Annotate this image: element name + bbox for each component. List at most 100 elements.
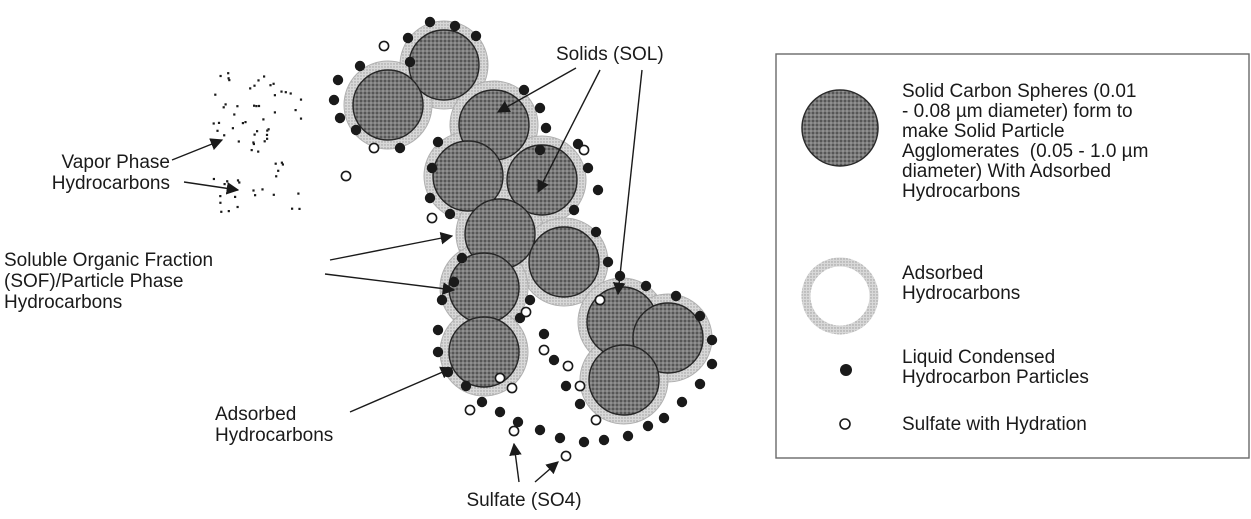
vapor-speck [228, 77, 230, 79]
vapor-speck [223, 106, 225, 108]
arrow-vapor-2 [184, 182, 238, 190]
sulfate-circle [379, 41, 388, 50]
vapor-speck [214, 94, 216, 96]
liquid-dot [477, 397, 487, 407]
vapor-speck [263, 75, 265, 77]
legend-text-liquid: Liquid Condensed Hydrocarbon Particles [902, 348, 1089, 388]
vapor-speck [252, 141, 254, 143]
liquid-dot [461, 381, 471, 391]
vapor-speck [216, 130, 218, 132]
liquid-dot [351, 125, 361, 135]
label-adsorbed: Adsorbed Hydrocarbons [215, 404, 333, 446]
liquid-dot [450, 21, 460, 31]
vapor-speck [275, 175, 277, 177]
liquid-dot [659, 413, 669, 423]
liquid-dot [535, 145, 545, 155]
liquid-dot [403, 33, 413, 43]
liquid-dot [599, 435, 609, 445]
liquid-dot [555, 433, 565, 443]
liquid-dot [641, 281, 651, 291]
vapor-speck [291, 208, 293, 210]
vapor-phase-specks [213, 72, 303, 213]
sulfate-circle [561, 451, 570, 460]
vapor-speck [218, 122, 220, 124]
vapor-speck [213, 122, 215, 124]
label-solids: Solids (SOL) [556, 44, 664, 65]
vapor-speck [281, 162, 283, 164]
sulfate-circle [495, 373, 504, 382]
liquid-dot [707, 335, 717, 345]
arrow-adsorbed [350, 368, 452, 412]
vapor-speck [238, 140, 240, 142]
vapor-speck [254, 194, 256, 196]
vapor-speck [261, 188, 263, 190]
sulfate-circle [591, 415, 600, 424]
arrow-sof-2 [325, 274, 454, 290]
sulfate-circle [563, 361, 572, 370]
liquid-dot [677, 397, 687, 407]
liquid-dot [433, 137, 443, 147]
adsorbed-ring-icon [806, 262, 874, 330]
liquid-dot [471, 31, 481, 41]
liquid-dot [449, 277, 459, 287]
vapor-speck [223, 134, 225, 136]
legend-text-solid-carbon: Solid Carbon Spheres (0.01 - 0.08 µm dia… [902, 82, 1148, 202]
vapor-speck [226, 180, 228, 182]
sulfate-circle [509, 426, 518, 435]
liquid-dot [395, 143, 405, 153]
liquid-dot [425, 193, 435, 203]
vapor-speck [264, 140, 266, 142]
liquid-dot [707, 359, 717, 369]
liquid-dot [519, 85, 529, 95]
label-vapor-phase: Vapor Phase Hydrocarbons [4, 152, 170, 194]
vapor-speck [225, 103, 227, 105]
liquid-dot [539, 329, 549, 339]
vapor-speck [213, 178, 215, 180]
vapor-speck [232, 127, 234, 129]
liquid-dot [405, 57, 415, 67]
sulfate-circle [579, 145, 588, 154]
vapor-speck [237, 179, 239, 181]
liquid-dot [561, 381, 571, 391]
vapor-speck [266, 138, 268, 140]
sulfate-circle [521, 307, 530, 316]
vapor-speck [257, 79, 259, 81]
carbon-sphere [449, 253, 519, 323]
vapor-speck [297, 193, 299, 195]
carbon-sphere [589, 345, 659, 415]
liquid-dot [549, 355, 559, 365]
liquid-dot [335, 113, 345, 123]
vapor-speck [242, 122, 244, 124]
vapor-speck [277, 170, 279, 172]
arrow-sulfate-1 [514, 444, 519, 482]
liquid-dot [525, 295, 535, 305]
vapor-speck [280, 91, 282, 93]
sulfate-circle [427, 213, 436, 222]
vapor-speck [298, 208, 300, 210]
vapor-speck [273, 83, 275, 85]
liquid-dot [437, 295, 447, 305]
vapor-speck [268, 128, 270, 130]
vapor-speck [219, 195, 221, 197]
vapor-speck [227, 72, 229, 74]
vapor-speck [252, 189, 254, 191]
sulfate-circle-icon [840, 419, 850, 429]
arrow-sof-1 [330, 236, 452, 260]
liquid-dot [427, 163, 437, 173]
vapor-speck [258, 105, 260, 107]
liquid-dot [333, 75, 343, 85]
sulfate-circle [575, 381, 584, 390]
vapor-speck [275, 163, 277, 165]
vapor-speck [238, 181, 240, 183]
vapor-speck [273, 194, 275, 196]
vapor-speck [285, 91, 287, 93]
legend-text-sulfate: Sulfate with Hydration [902, 415, 1087, 435]
vapor-speck [262, 118, 264, 120]
vapor-speck [220, 75, 222, 77]
vapor-speck [295, 109, 297, 111]
liquid-dot [541, 123, 551, 133]
liquid-dot [329, 95, 339, 105]
vapor-speck [237, 206, 239, 208]
liquid-dot [671, 291, 681, 301]
vapor-speck [254, 134, 256, 136]
